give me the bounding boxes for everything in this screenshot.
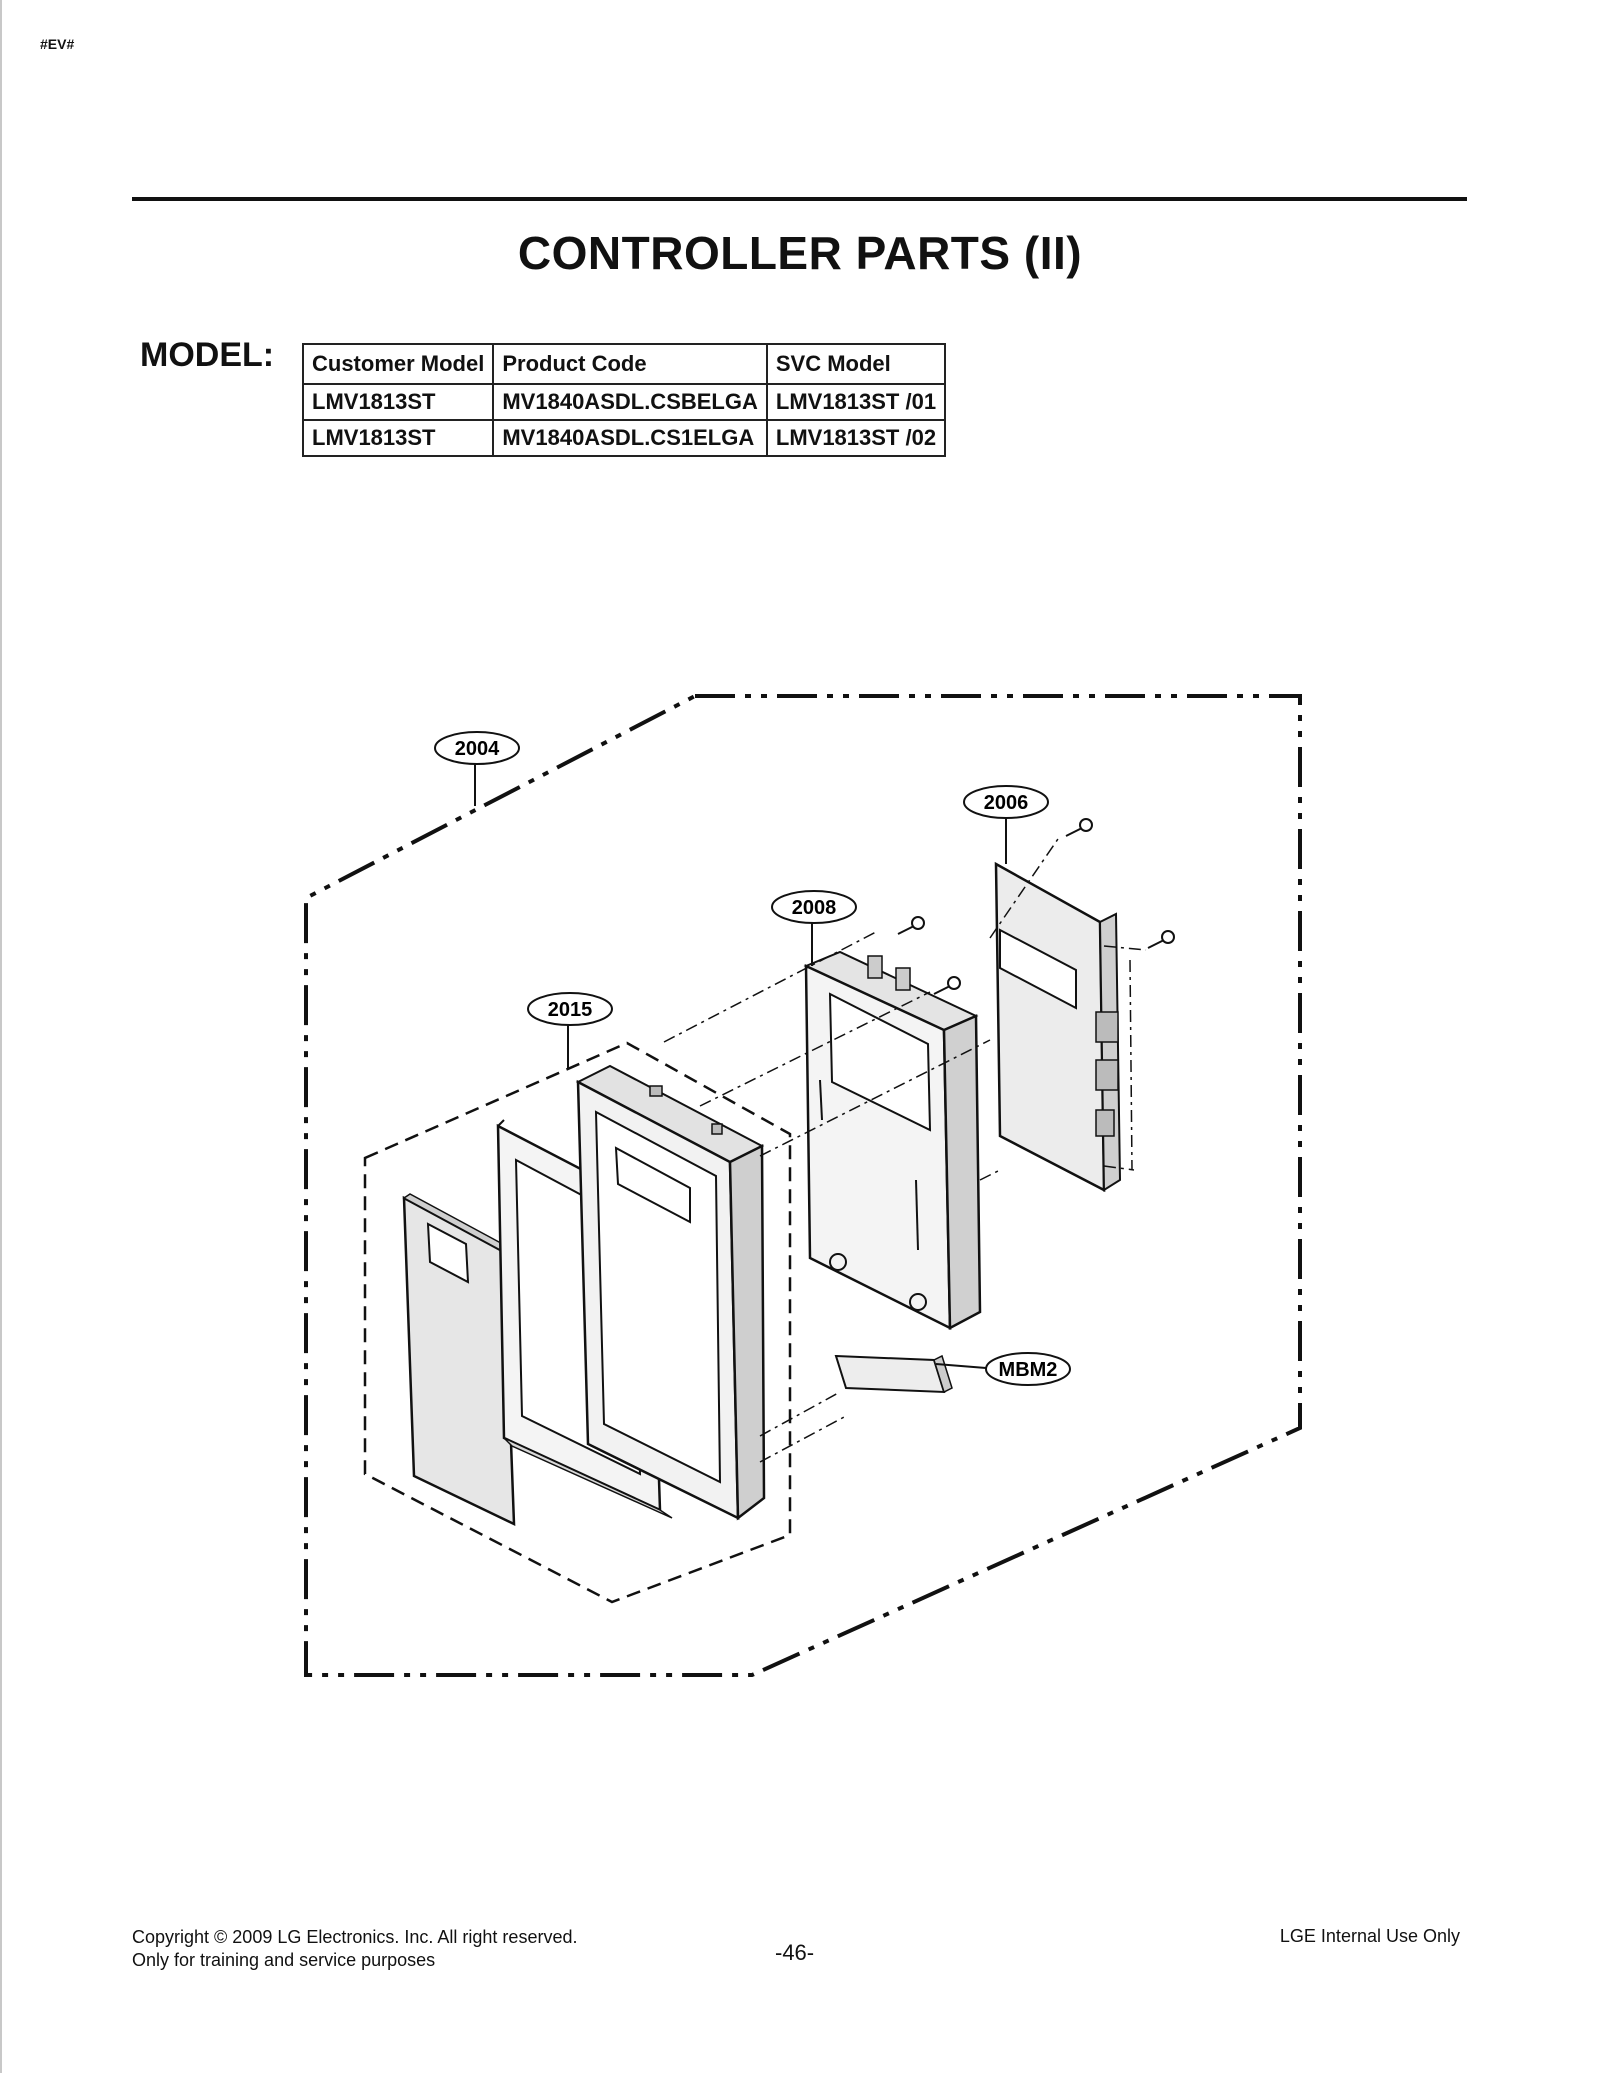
page-edge [0, 0, 2, 2073]
screws [897, 818, 1175, 995]
assembly-boundary-2015 [363, 1041, 792, 1604]
table-header-row: Customer Model Product Code SVC Model [301, 343, 947, 385]
table-row: LMV1813ST MV1840ASDL.CSBELGA LMV1813ST /… [301, 383, 947, 421]
table-row: LMV1813ST MV1840ASDL.CS1ELGA LMV1813ST /… [301, 419, 947, 457]
purpose-text: Only for training and service purposes [132, 1950, 436, 1970]
model-table: Customer Model Product Code SVC Model LM… [301, 343, 947, 457]
callout-2004: 2004 [434, 731, 520, 806]
column-header-svc-model: SVC Model [765, 343, 947, 385]
cell-product-code: MV1840ASDL.CS1ELGA [492, 419, 768, 457]
cell-customer-model: LMV1813ST [301, 419, 495, 457]
front-panel-sheet [402, 1193, 516, 1527]
callout-2006-label: 2006 [984, 792, 1029, 814]
model-label: MODEL: [140, 336, 275, 374]
cell-svc-model: LMV1813ST /01 [765, 383, 947, 421]
page-number: -46- [775, 1940, 815, 1965]
column-header-product-code: Product Code [492, 343, 768, 385]
cell-svc-model: LMV1813ST /02 [765, 419, 947, 457]
cell-product-code: MV1840ASDL.CSBELGA [492, 383, 768, 421]
cell-customer-model: LMV1813ST [301, 383, 495, 421]
callout-2004-label: 2004 [455, 738, 500, 760]
callout-mbm2: MBM2 [935, 1352, 1071, 1386]
assembly-boundary-2004 [304, 694, 1302, 1677]
callout-2015-label: 2015 [548, 999, 593, 1021]
mbm2-tape [834, 1354, 953, 1394]
callout-2008-label: 2008 [792, 897, 837, 919]
page-title: CONTROLLER PARTS (II) [517, 227, 1083, 279]
header-rule [132, 197, 1467, 201]
column-header-customer-model: Customer Model [301, 343, 495, 385]
footer-left: Copyright © 2009 LG Electronics. Inc. Al… [132, 1926, 577, 1972]
callout-2015: 2015 [527, 992, 613, 1068]
pcb-assembly [994, 861, 1122, 1193]
control-housing [575, 1064, 766, 1521]
callout-2008: 2008 [771, 890, 857, 966]
internal-use-text: LGE Internal Use Only [1279, 1926, 1460, 1946]
copyright-text: Copyright © 2009 LG Electronics. Inc. Al… [132, 1927, 578, 1947]
alignment-lines [663, 835, 1147, 1463]
controller-bracket [803, 950, 982, 1331]
callout-mbm2-label: MBM2 [999, 1359, 1058, 1381]
corner-tag: #EV# [40, 36, 75, 52]
callout-2006: 2006 [963, 785, 1049, 864]
